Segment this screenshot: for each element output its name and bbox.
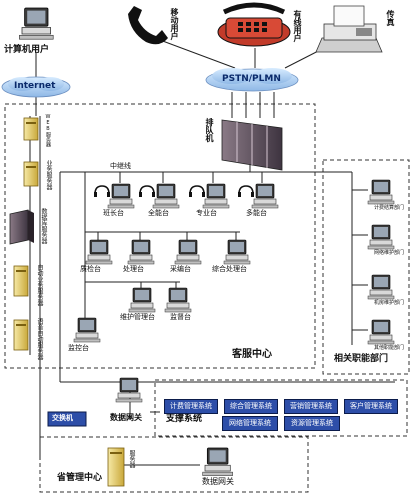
- support-module: 计费管理系统: [164, 399, 218, 414]
- provincial-server-icon: [107, 447, 125, 487]
- agent-label: 维护管理台: [120, 313, 155, 321]
- switch-box: [47, 411, 87, 427]
- mobile-user-label: 移动用户: [170, 8, 179, 40]
- internet-user-label: 计算机用户: [4, 45, 50, 55]
- landline-phone-icon: [217, 2, 291, 47]
- pstn-cloud-icon: [205, 68, 299, 92]
- queue-machine-label: 排队机: [205, 118, 214, 142]
- agent-pc-icon: [128, 287, 156, 313]
- provincial-server-label: 服务器: [128, 450, 135, 468]
- related-depts-label: 相关职能部门: [334, 354, 389, 364]
- fax-label: 传真: [386, 10, 395, 26]
- agent-pc-icon: [174, 239, 202, 265]
- monitor-pc-icon: [73, 317, 101, 343]
- dept-label: 网络维护部门: [374, 250, 405, 256]
- dept-pc-icon: [367, 319, 395, 345]
- headset-icon: [188, 185, 206, 198]
- queue-machine-icon: [221, 119, 283, 171]
- business-server-icon: [23, 161, 39, 187]
- agent-pc-icon: [152, 183, 180, 209]
- internet-cloud-label: Internet: [14, 81, 56, 91]
- support-module: 客户管理系统: [344, 399, 398, 414]
- internet-cloud-icon: [1, 76, 71, 98]
- agent-label: 处理台: [123, 265, 144, 273]
- support-system-label: 支撑系统: [166, 414, 203, 424]
- agent-label: 采编台: [170, 265, 191, 273]
- support-system-region: [154, 379, 408, 437]
- landline-user-label: 有线用户: [293, 10, 302, 42]
- dept-label: 机房维护部门: [374, 300, 405, 306]
- server-label-web: WEB服务器: [45, 114, 51, 147]
- agent-pc-icon: [107, 183, 135, 209]
- server-label-auto: 自动业务服务器: [36, 264, 43, 306]
- agent-label: 质检台: [80, 265, 101, 273]
- dept-pc-icon: [367, 179, 395, 205]
- support-module: 网络管理系统: [222, 416, 278, 431]
- provincial-center-region: [39, 436, 309, 493]
- dept-label: 计费结算部门: [374, 205, 405, 211]
- web-server-icon: [23, 117, 39, 141]
- agent-label: 综合处理台: [212, 265, 247, 273]
- server-label-voice: 语音自动服务器: [36, 318, 43, 360]
- dept-label: 其他职能部门: [374, 345, 405, 351]
- agent-pc-icon: [251, 183, 279, 209]
- support-module: 营销管理系统: [284, 399, 338, 414]
- auto-service-server-icon: [13, 265, 29, 297]
- agent-pc-icon: [164, 287, 192, 313]
- database-server-icon: [9, 209, 34, 245]
- dept-pc-icon: [367, 224, 395, 250]
- agent-label: 全能台: [148, 209, 169, 217]
- agent-label: 专业台: [196, 209, 217, 217]
- internet-user-pc-icon: [18, 7, 54, 40]
- headset-icon: [237, 185, 255, 198]
- fax-machine-icon: [315, 5, 383, 53]
- trunk-line-label: 中继线: [110, 162, 131, 170]
- mobile-phone-icon: [128, 6, 168, 45]
- monitor-station-label: 监控台: [68, 344, 89, 352]
- agent-pc-icon: [202, 183, 230, 209]
- agent-pc-icon: [223, 239, 251, 265]
- agent-pc-icon: [85, 239, 113, 265]
- service-center-region: [4, 103, 316, 369]
- provincial-center-label: 省管理中心: [57, 473, 103, 483]
- agent-pc-icon: [127, 239, 155, 265]
- server-label-business: 业务服务器: [45, 160, 52, 190]
- data-gateway-label: 数据网关: [110, 413, 142, 422]
- headset-icon: [138, 185, 156, 198]
- headset-icon: [93, 185, 111, 198]
- data-gateway-pc-icon: [115, 377, 143, 403]
- support-module: 综合管理系统: [224, 399, 278, 414]
- service-center-label: 客服中心: [232, 349, 272, 360]
- switch-label: 交换机: [52, 414, 73, 422]
- agent-label: 多能台: [246, 209, 267, 217]
- support-module: 资源管理系统: [284, 416, 340, 431]
- provincial-gateway-label: 数据网关: [202, 477, 234, 486]
- agent-label: 班长台: [103, 209, 124, 217]
- voice-server-icon: [13, 319, 29, 351]
- dept-pc-icon: [367, 274, 395, 300]
- related-depts-region: [322, 159, 410, 375]
- pstn-cloud-label: PSTN/PLMN: [222, 74, 281, 84]
- server-label-database: 数据库服务器: [40, 208, 47, 244]
- agent-label: 监督台: [170, 313, 191, 321]
- provincial-gateway-pc-icon: [202, 447, 234, 477]
